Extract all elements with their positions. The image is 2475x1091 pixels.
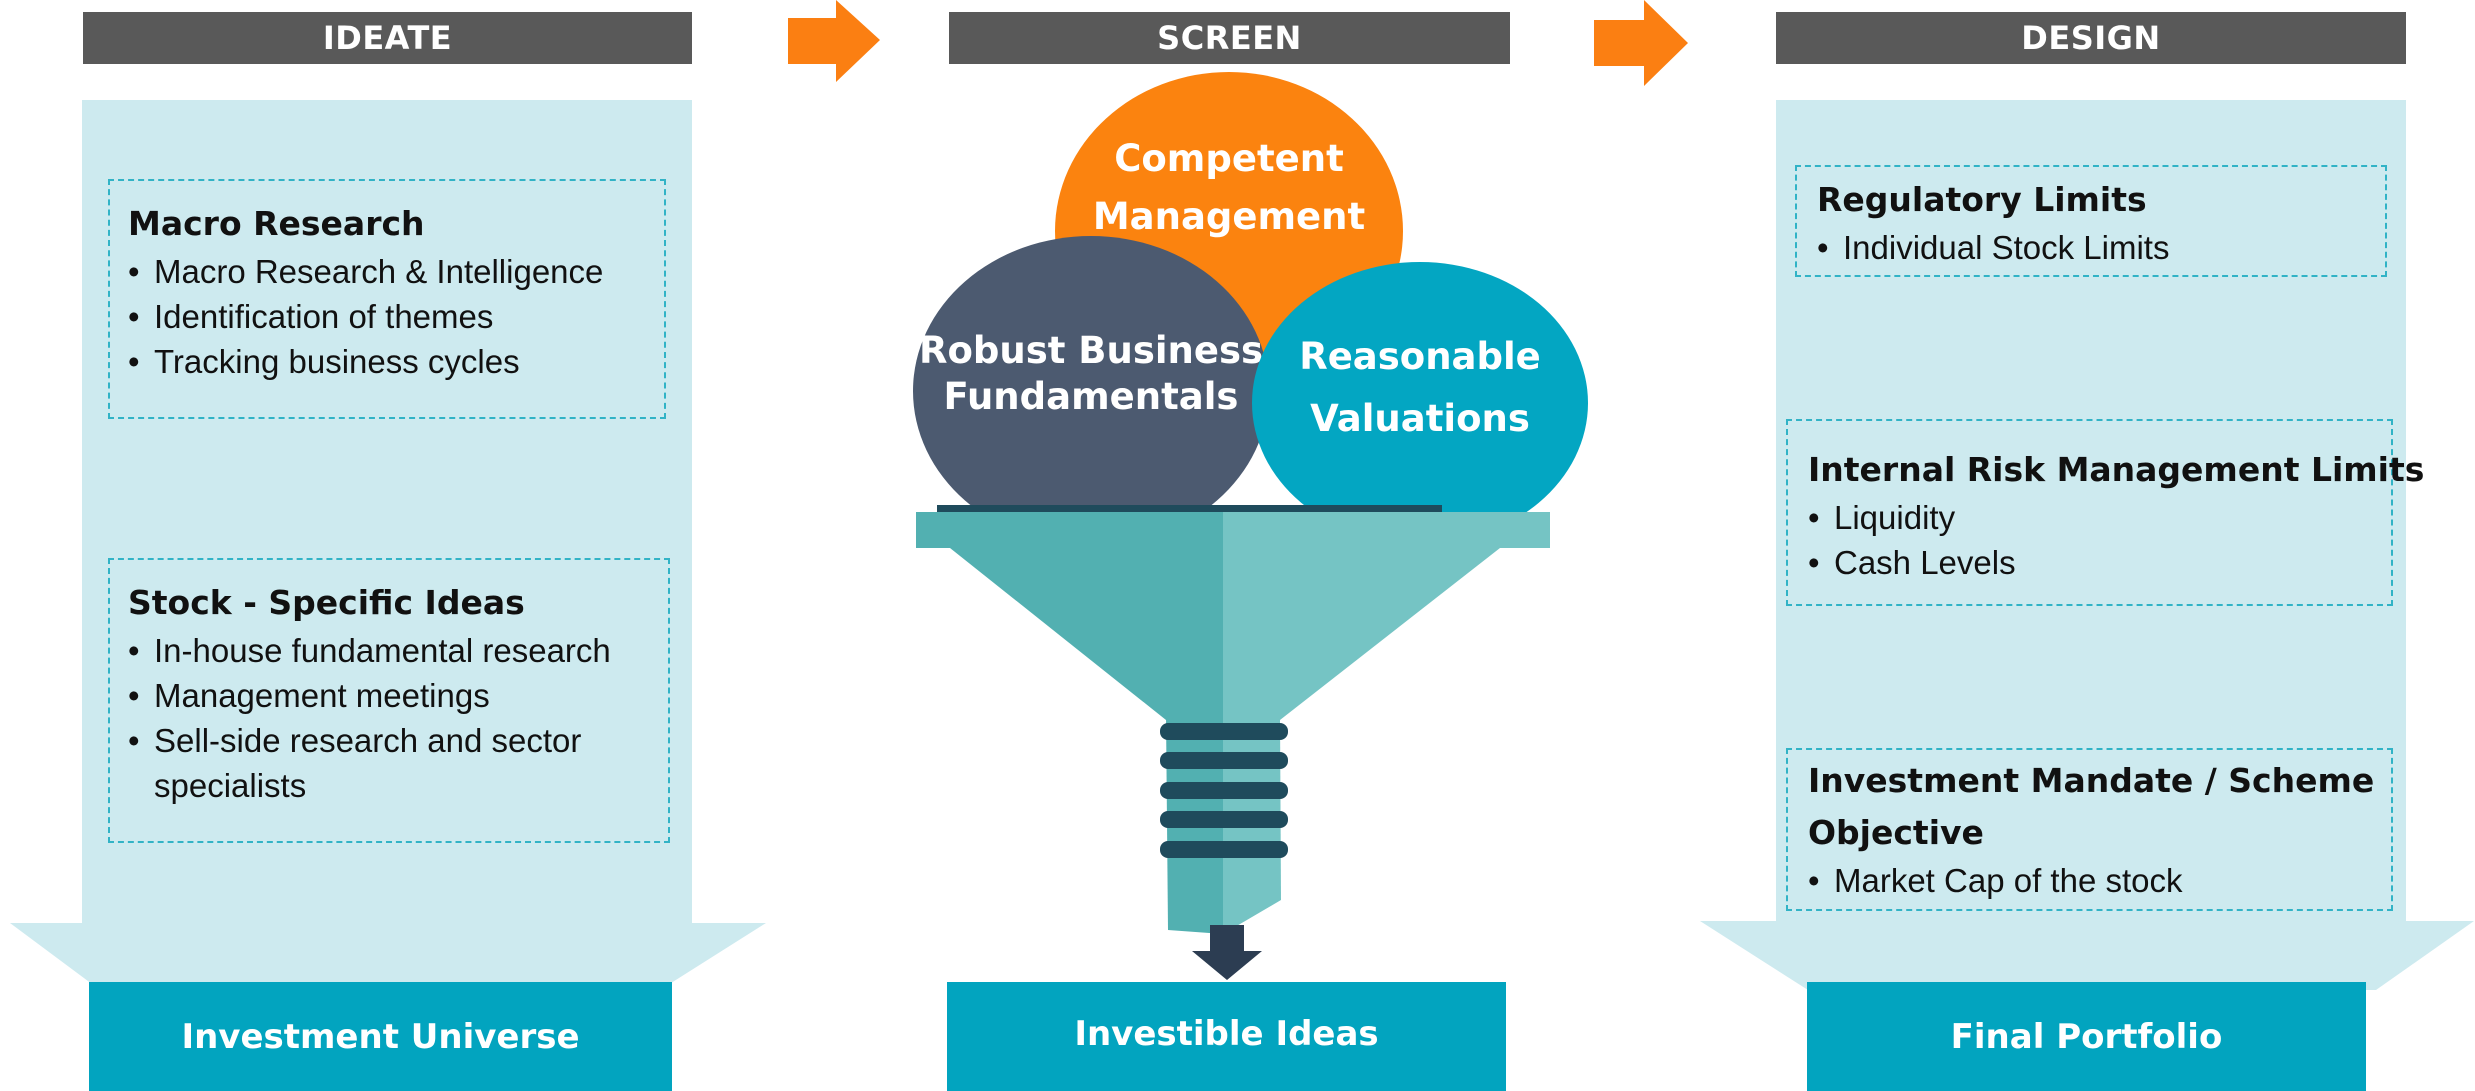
list-item: Macro Research & Intelligence [128,249,646,294]
arrow-right-icon [1594,0,1688,86]
robust-business-line1: Robust Business [918,329,1264,372]
design-header: DESIGN [1776,12,2406,64]
list-item: Cash Levels [1808,540,2373,585]
internal-risk-limits-title: Internal Risk Management Limits [1808,450,2425,489]
reasonable-valuations-line2: Valuations [1310,397,1530,440]
regulatory-limits-title: Regulatory Limits [1817,180,2147,219]
list-item: Market Cap of the stock [1808,858,2373,903]
macro-research-list: Macro Research & Intelligence Identifica… [128,249,646,384]
regulatory-limits-list: Individual Stock Limits [1817,225,2367,270]
design-panel-arrow [1700,921,2474,990]
ideate-panel-arrow [10,923,766,990]
final-portfolio-box: Final Portfolio [1807,982,2366,1091]
competent-management-line2: Management [1092,195,1366,238]
macro-research-title: Macro Research [128,204,425,243]
reasonable-valuations-line1: Reasonable [1299,335,1541,378]
macro-research-box: Macro Research Macro Research & Intellig… [108,179,666,419]
investment-mandate-box: Investment Mandate / Scheme Objective Ma… [1786,748,2393,911]
competent-management-line1: Competent [1114,137,1344,180]
stock-specific-ideas-list: In-house fundamental research Management… [128,628,650,808]
investment-mandate-title-line1: Investment Mandate / Scheme [1808,761,2375,800]
list-item: In-house fundamental research [128,628,650,673]
stock-specific-ideas-box: Stock - Specific Ideas In-house fundamen… [108,558,670,843]
internal-risk-limits-list: Liquidity Cash Levels [1808,495,2373,585]
robust-business-circle: Robust Business Fundamentals [913,236,1269,546]
list-item: Sell-side research and sector specialist… [128,718,594,808]
funnel-icon [916,505,1550,934]
regulatory-limits-box: Regulatory Limits Individual Stock Limit… [1795,165,2387,277]
investment-mandate-list: Market Cap of the stock [1808,858,2373,903]
robust-business-line2: Fundamentals [943,375,1239,418]
investment-universe-box: Investment Universe [89,982,672,1091]
investment-mandate-title-line2: Objective [1808,813,1984,852]
arrow-right-icon [788,0,880,82]
list-item: Individual Stock Limits [1817,225,2367,270]
reasonable-valuations-circle: Reasonable Valuations [1252,262,1588,544]
stock-specific-ideas-title: Stock - Specific Ideas [128,583,525,622]
ideate-header: IDEATE [83,12,692,64]
arrow-down-icon [1192,925,1262,980]
internal-risk-limits-box: Internal Risk Management Limits Liquidit… [1786,419,2425,606]
screen-header: SCREEN [949,12,1510,64]
list-item: Management meetings [128,673,650,718]
investible-ideas-box: Investible Ideas [947,982,1506,1091]
list-item: Identification of themes [128,294,646,339]
list-item: Tracking business cycles [128,339,646,384]
list-item: Liquidity [1808,495,2373,540]
